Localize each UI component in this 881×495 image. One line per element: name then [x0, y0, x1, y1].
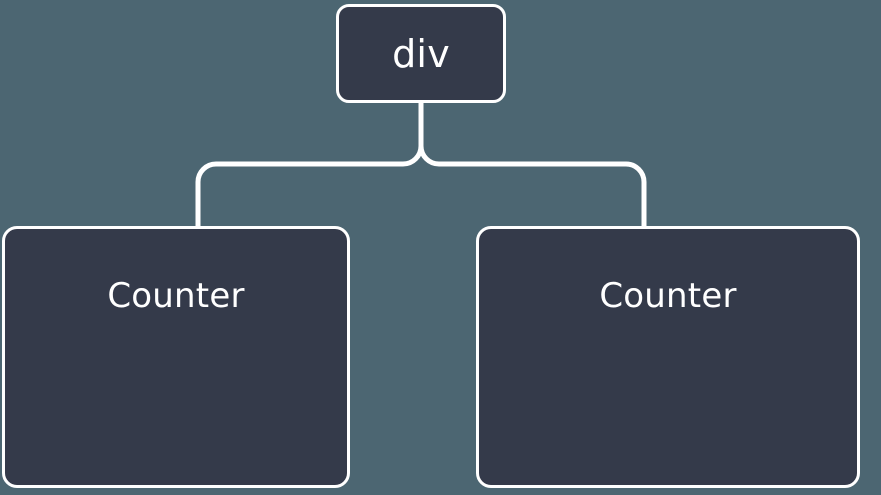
- node-div-label: div: [392, 31, 450, 76]
- node-counter-right: Counter count 1: [476, 226, 860, 488]
- node-counter-left: Counter count 0: [2, 226, 350, 488]
- node-counter-left-title: Counter: [107, 276, 245, 316]
- node-div: div: [336, 4, 506, 103]
- node-counter-right-title: Counter: [599, 276, 737, 316]
